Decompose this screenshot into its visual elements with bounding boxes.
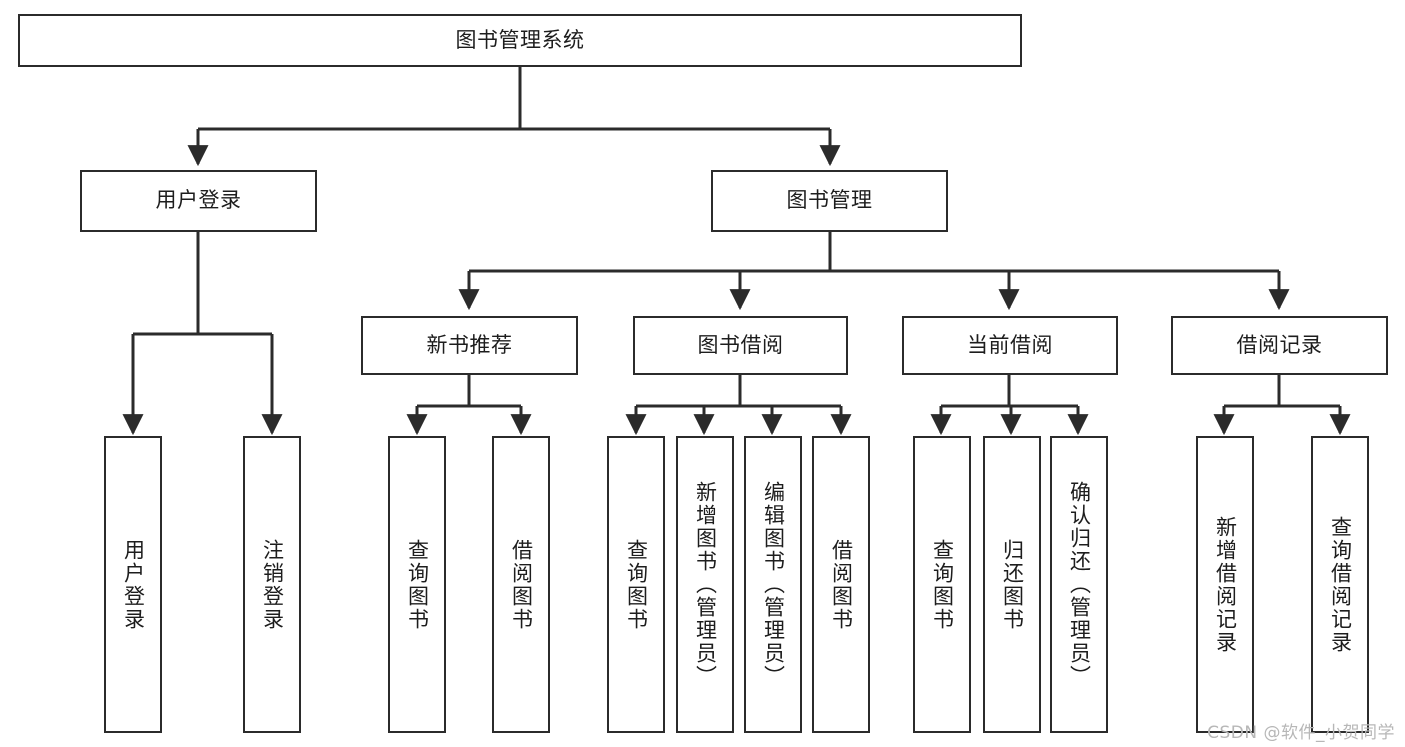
- node-leaf-edit-book[interactable]: 编辑图书（管理员）: [744, 436, 802, 733]
- node-leaf-query-book-2-label: 查询图书: [624, 538, 649, 631]
- node-new-book-rec-label: 新书推荐: [426, 332, 513, 357]
- node-book-manage-label: 图书管理: [786, 188, 873, 213]
- node-borrow-record-label: 借阅记录: [1236, 332, 1323, 357]
- node-user-login[interactable]: 用户登录: [80, 170, 317, 232]
- node-leaf-user-logout-label: 注销登录: [260, 538, 285, 631]
- node-leaf-confirm-return[interactable]: 确认归还（管理员）: [1050, 436, 1108, 733]
- node-leaf-user-login-label: 用户登录: [121, 538, 146, 631]
- node-book-borrow[interactable]: 图书借阅: [633, 316, 848, 375]
- node-leaf-confirm-return-label: 确认归还（管理员）: [1067, 481, 1092, 688]
- node-leaf-query-book-1[interactable]: 查询图书: [388, 436, 446, 733]
- node-leaf-query-book-2[interactable]: 查询图书: [607, 436, 665, 733]
- node-root[interactable]: 图书管理系统: [18, 14, 1022, 67]
- node-current-borrow-label: 当前借阅: [967, 332, 1053, 357]
- node-leaf-borrow-book-2[interactable]: 借阅图书: [812, 436, 870, 733]
- node-user-login-label: 用户登录: [155, 188, 242, 213]
- node-leaf-query-record[interactable]: 查询借阅记录: [1311, 436, 1369, 733]
- node-current-borrow[interactable]: 当前借阅: [902, 316, 1118, 375]
- node-root-label: 图书管理系统: [455, 27, 585, 52]
- node-leaf-edit-book-label: 编辑图书（管理员）: [761, 481, 786, 688]
- node-leaf-query-book-1-label: 查询图书: [405, 538, 430, 631]
- node-leaf-return-book-label: 归还图书: [1000, 538, 1025, 631]
- node-leaf-add-book[interactable]: 新增图书（管理员）: [676, 436, 734, 733]
- node-book-borrow-label: 图书借阅: [697, 332, 784, 357]
- node-leaf-query-book-3-label: 查询图书: [930, 538, 955, 631]
- node-borrow-record[interactable]: 借阅记录: [1171, 316, 1388, 375]
- node-leaf-add-record-label: 新增借阅记录: [1213, 515, 1238, 654]
- node-leaf-user-logout[interactable]: 注销登录: [243, 436, 301, 733]
- node-book-manage[interactable]: 图书管理: [711, 170, 948, 232]
- node-leaf-return-book[interactable]: 归还图书: [983, 436, 1041, 733]
- node-leaf-add-record[interactable]: 新增借阅记录: [1196, 436, 1254, 733]
- watermark-text: CSDN @软件_小贺同学: [1207, 723, 1395, 743]
- node-leaf-borrow-book-2-label: 借阅图书: [829, 538, 854, 631]
- node-leaf-borrow-book-1[interactable]: 借阅图书: [492, 436, 550, 733]
- node-leaf-add-book-label: 新增图书（管理员）: [693, 481, 718, 688]
- node-leaf-query-book-3[interactable]: 查询图书: [913, 436, 971, 733]
- node-new-book-rec[interactable]: 新书推荐: [361, 316, 578, 375]
- node-leaf-user-login[interactable]: 用户登录: [104, 436, 162, 733]
- node-leaf-query-record-label: 查询借阅记录: [1328, 515, 1353, 654]
- node-leaf-borrow-book-1-label: 借阅图书: [509, 538, 534, 631]
